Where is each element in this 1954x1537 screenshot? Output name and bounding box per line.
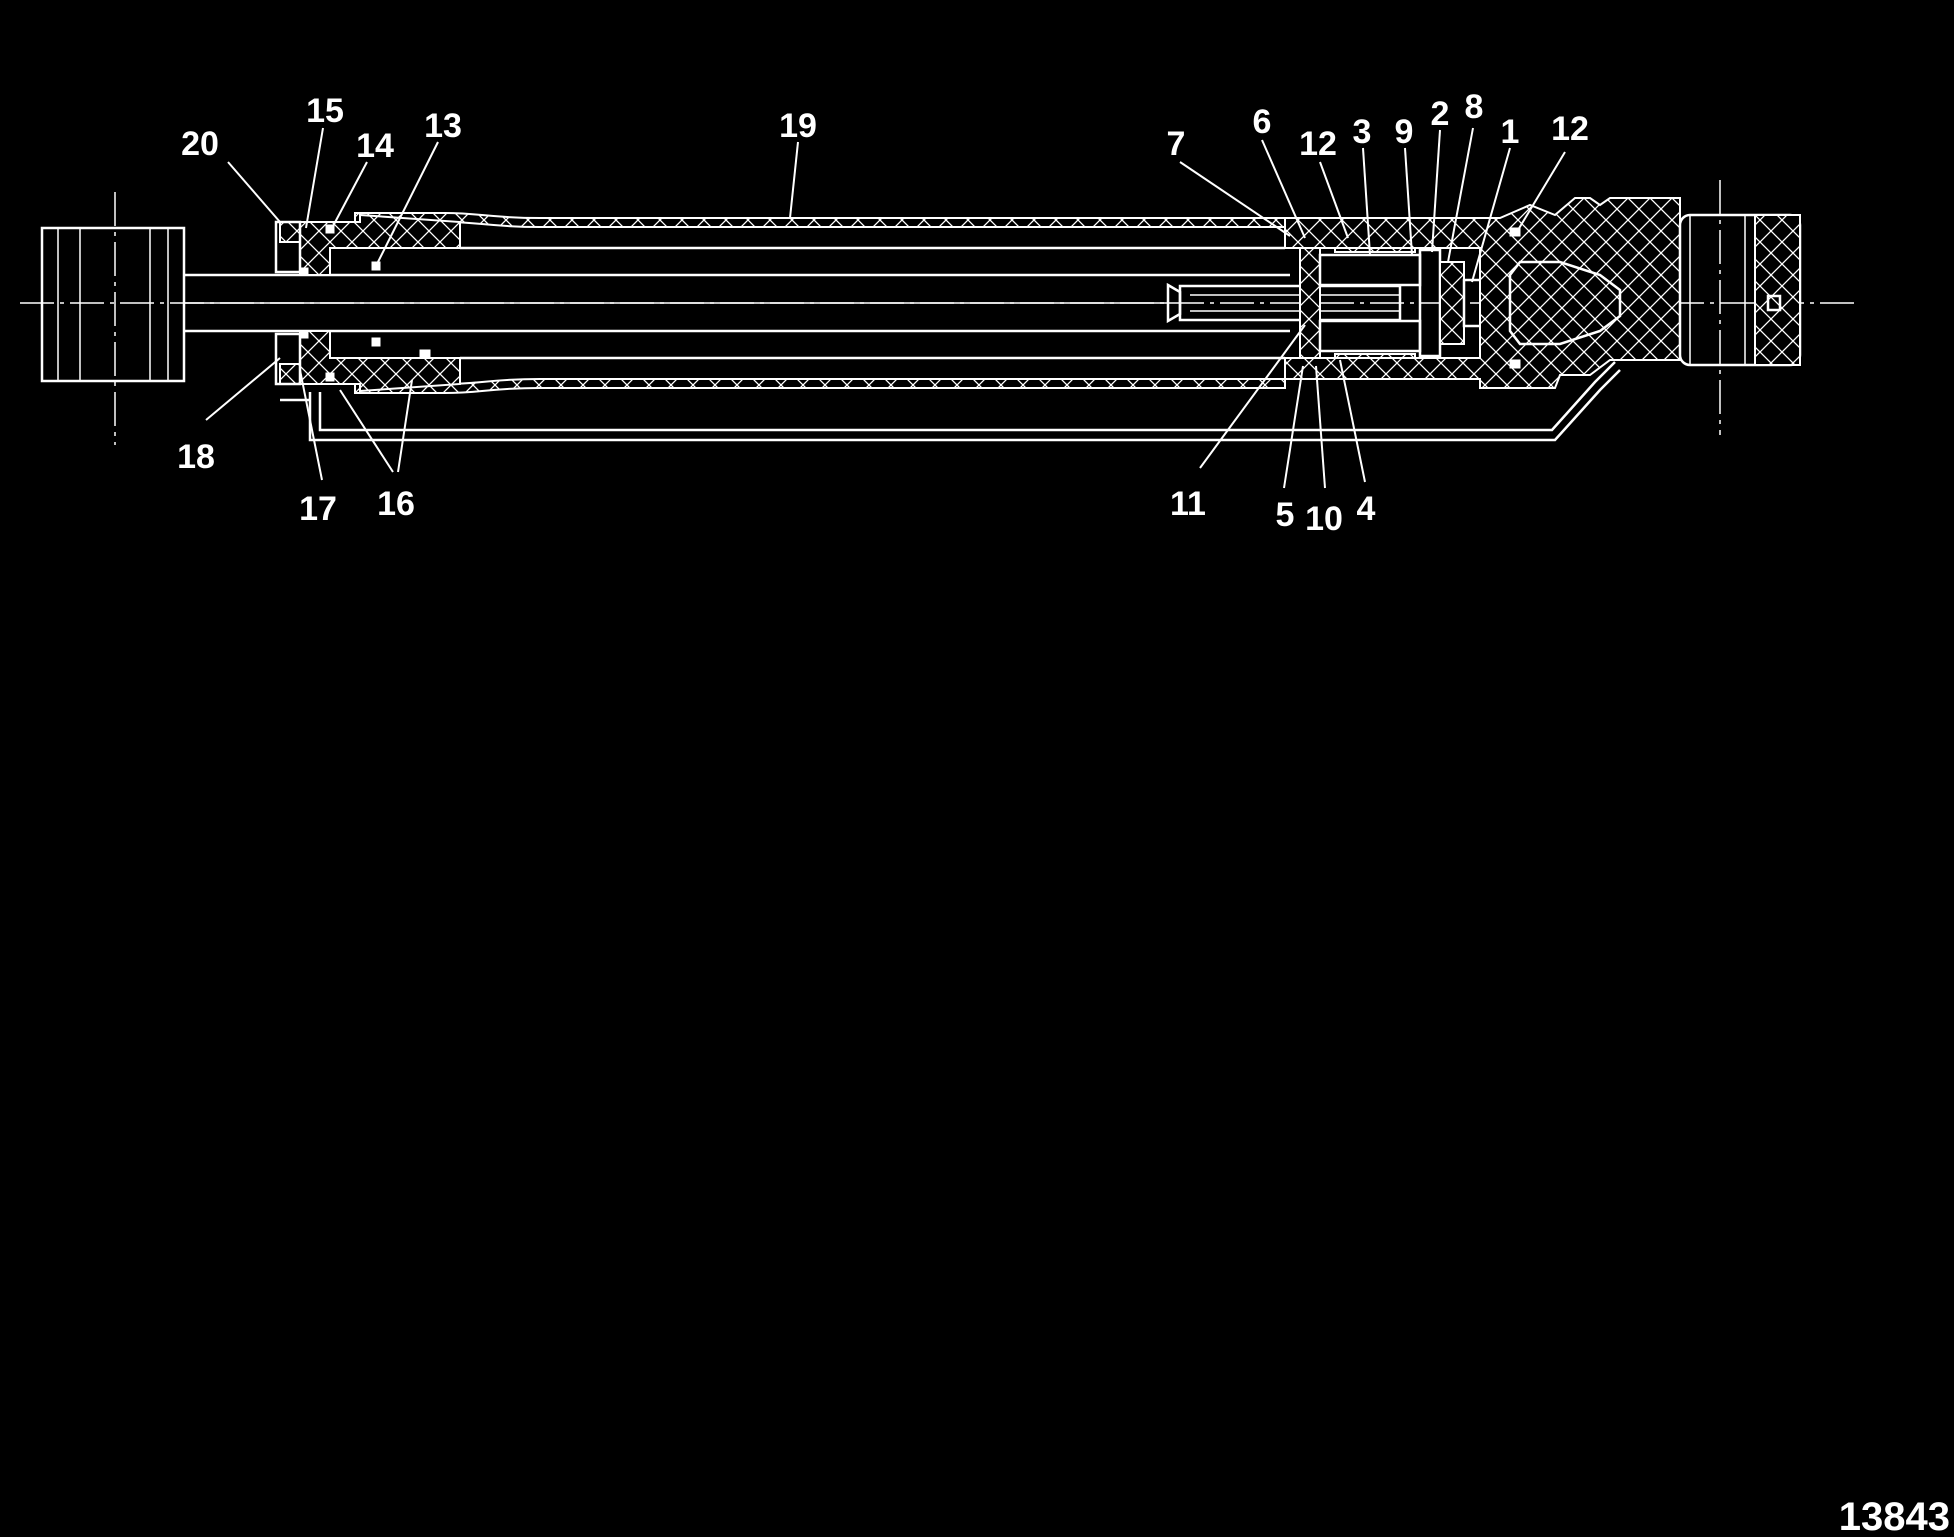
rod-end-eye (40, 226, 186, 383)
rod-end-gland (274, 213, 461, 402)
callout-14: 14 (356, 127, 394, 165)
callout-8: 8 (1465, 88, 1484, 126)
callout-4: 4 (1357, 490, 1376, 528)
callout-labels: 20 15 14 13 19 7 6 12 3 9 2 8 1 12 18 17… (177, 88, 1589, 538)
callout-3: 3 (1353, 113, 1372, 151)
callout-1: 1 (1501, 113, 1520, 151)
callout-10: 10 (1305, 500, 1343, 538)
callout-16: 16 (377, 485, 415, 523)
callout-13: 13 (424, 107, 462, 145)
cylinder-tube (354, 212, 1286, 394)
piston-rod (184, 273, 1290, 333)
figure-number: 13843 (1839, 1495, 1950, 1537)
callout-19: 19 (779, 107, 817, 145)
callout-15: 15 (306, 92, 344, 130)
callout-9: 9 (1395, 113, 1414, 151)
callout-18: 18 (177, 438, 215, 476)
callout-7: 7 (1167, 125, 1186, 163)
callout-6: 6 (1253, 103, 1272, 141)
leader-lines (205, 127, 1566, 489)
callout-20: 20 (181, 125, 219, 163)
callout-12-left: 12 (1299, 125, 1337, 163)
callout-2: 2 (1431, 95, 1450, 133)
cylinder-base-end (1284, 197, 1802, 389)
callout-12-right: 12 (1551, 110, 1589, 148)
callout-11: 11 (1170, 485, 1206, 523)
callout-17: 17 (299, 490, 337, 528)
callout-5: 5 (1276, 496, 1295, 534)
